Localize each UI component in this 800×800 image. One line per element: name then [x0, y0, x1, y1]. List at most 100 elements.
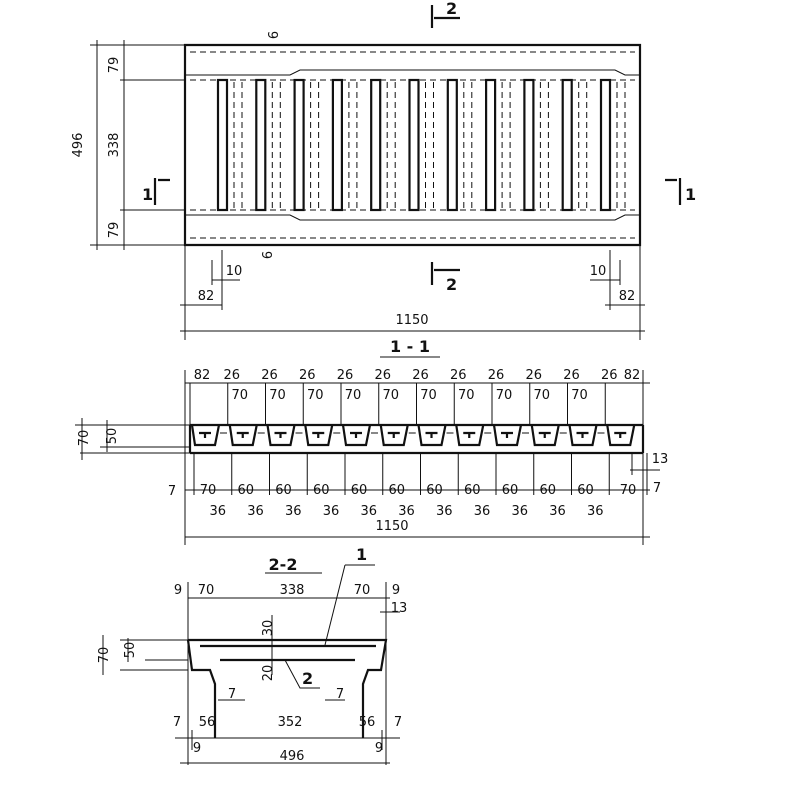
dim-7-inner-right: 7 [336, 687, 344, 702]
dim-50-slab-2: 50 [123, 642, 138, 659]
dim-1150-section: 1150 [375, 519, 408, 534]
hidden-rib [616, 82, 626, 208]
extension-line [604, 383, 610, 495]
extension-line [529, 383, 535, 495]
hidden-rib [501, 82, 511, 208]
dim-gap: 36 [511, 504, 528, 519]
rebar-mark [274, 431, 287, 438]
hidden-rib [425, 82, 434, 208]
dim-20: 20 [261, 665, 276, 682]
dim-top: 26 [488, 368, 505, 383]
dim-9-bottom: 9 [258, 251, 273, 259]
dim-82-right: 82 [619, 289, 636, 304]
rebar-mark [387, 431, 400, 438]
extension-line [227, 383, 233, 495]
section-1-1-title: 1 - 1 [390, 337, 430, 356]
dim-56-br: 56 [359, 715, 376, 730]
cell [341, 424, 372, 447]
callout-1: 1 [356, 545, 367, 564]
dim-top: 26 [223, 368, 240, 383]
extension-line [491, 383, 497, 495]
cell [606, 424, 636, 447]
dim-9-br: 9 [375, 741, 383, 756]
dim-bottom: 70 [620, 483, 637, 498]
dim-bottom: 60 [464, 483, 481, 498]
slot [331, 78, 343, 212]
dim-gap: 36 [587, 504, 604, 519]
slot [446, 78, 458, 212]
cell [379, 424, 409, 447]
plan-slots [216, 78, 626, 212]
dim-rib: 70 [382, 388, 399, 403]
dim-bottom: 60 [577, 483, 594, 498]
dim-70-height-2: 70 [97, 647, 112, 664]
dim-1150: 1150 [395, 313, 428, 328]
bottom-band-line [185, 214, 640, 221]
dim-top: 82 [624, 368, 641, 383]
dim-top: 26 [525, 368, 542, 383]
dim-7-bl: 7 [173, 715, 181, 730]
rebar-mark [312, 431, 325, 438]
section-2-2: 2-2 1 2 9 70 338 70 9 13 70 50 30 20 7 7… [97, 545, 407, 765]
cell [530, 424, 560, 447]
hidden-rib [463, 82, 473, 208]
dim-gap: 36 [549, 504, 566, 519]
dim-top: 26 [601, 368, 618, 383]
dim-7-br: 7 [394, 715, 402, 730]
dim-gap: 36 [436, 504, 453, 519]
rebar-mark [463, 431, 476, 438]
hidden-rib [386, 82, 396, 208]
cell [304, 424, 334, 447]
left-dim-lines [90, 40, 185, 250]
section-1-1-dim-lines [75, 370, 660, 545]
dim-bottom: 70 [200, 483, 217, 498]
dim-gap: 36 [474, 504, 491, 519]
dim-50-slab: 50 [105, 428, 120, 445]
dim-rib: 70 [231, 388, 248, 403]
rebar-mark [538, 431, 551, 438]
slot [523, 78, 535, 212]
extension-line [340, 383, 346, 495]
dim-bottom: 60 [275, 483, 292, 498]
dim-496: 496 [71, 133, 86, 158]
dim-30: 30 [261, 620, 276, 637]
plan-view: 496 79 338 79 9 9 82 82 10 10 1150 1 1 2… [71, 0, 696, 340]
dim-bottom: 60 [237, 483, 254, 498]
slot [599, 78, 612, 212]
dim-7-right: 7 [653, 481, 661, 496]
extension-line [567, 383, 572, 495]
dim-rib: 70 [533, 388, 550, 403]
hidden-rib [310, 82, 320, 208]
dim-10-left: 10 [226, 264, 243, 279]
dim-9-tl: 9 [174, 583, 182, 598]
callout-2: 2 [302, 669, 313, 688]
dim-70-tl: 70 [198, 583, 215, 598]
dim-gap: 36 [360, 504, 377, 519]
dim-bottom: 60 [313, 483, 330, 498]
extension-line [378, 383, 384, 495]
callout-lines [265, 564, 375, 689]
dim-top: 26 [261, 368, 278, 383]
dim-rib: 70 [420, 388, 437, 403]
cell [568, 424, 598, 447]
dim-rib: 70 [345, 388, 362, 403]
rebar-mark [501, 431, 513, 438]
dim-top: 26 [450, 368, 467, 383]
rebar-mark [350, 431, 362, 438]
section-2-top-label: 2 [446, 0, 457, 18]
slot [408, 78, 420, 212]
dim-352: 352 [278, 715, 303, 730]
dim-7-left: 7 [168, 484, 176, 499]
dim-70-tr: 70 [354, 583, 371, 598]
slot [255, 78, 267, 212]
rebar-mark [236, 431, 249, 438]
top-band-line [185, 69, 640, 76]
extension-line [302, 383, 308, 495]
dim-rib: 70 [496, 388, 513, 403]
cell [492, 424, 523, 447]
rebar-mark [576, 431, 589, 438]
dim-rib: 70 [269, 388, 286, 403]
dim-9-tr: 9 [392, 583, 400, 598]
